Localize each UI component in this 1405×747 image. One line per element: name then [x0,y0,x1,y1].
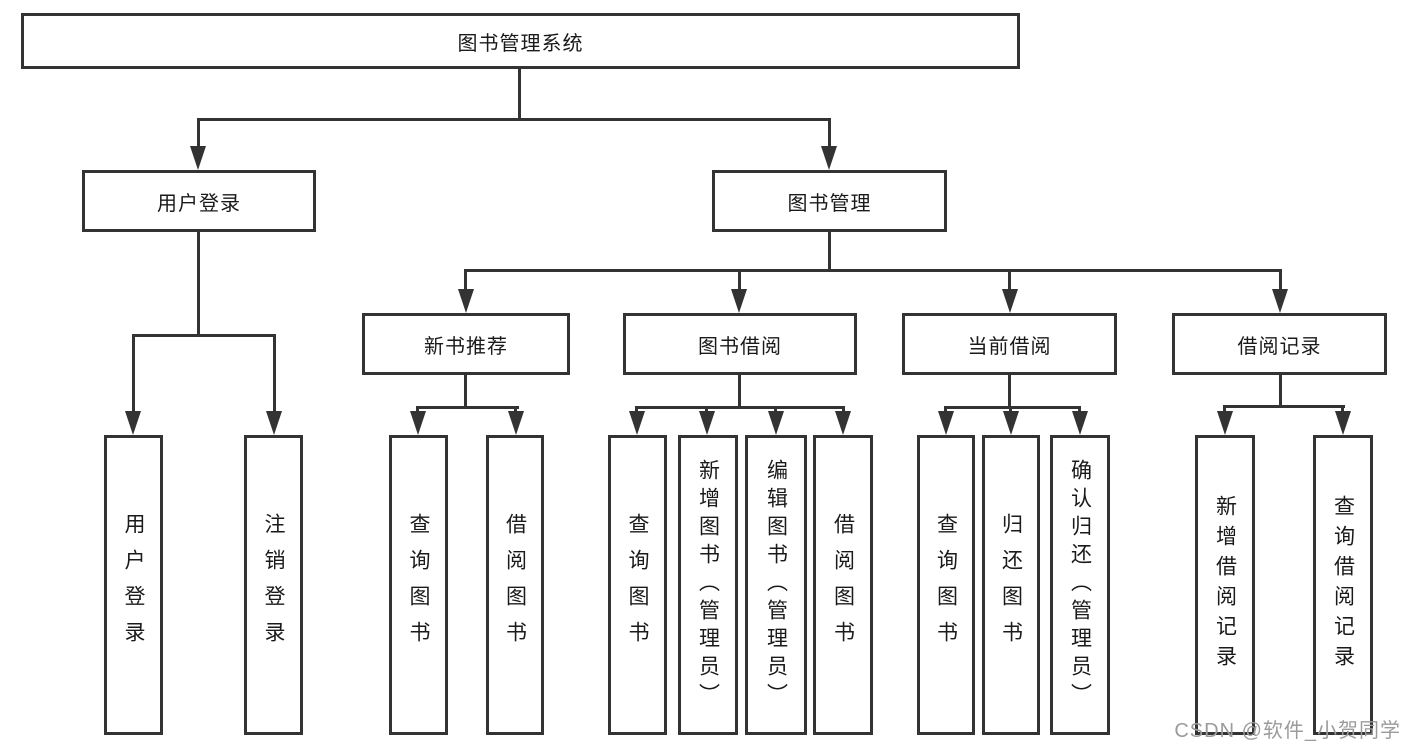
leaf-query-books-current-label: 查询图书 [934,513,958,657]
leaf-query-books-borrow-label: 查询图书 [626,513,649,657]
connector-arrow-icon [821,146,837,170]
connector-line [464,269,1282,272]
leaf-borrow-books-recommend: 借阅图书 [486,435,544,735]
connector-line [132,334,276,337]
node-borrow-records: 借阅记录 [1172,313,1387,375]
leaf-query-borrow-record-label: 查询借阅记录 [1331,495,1355,675]
node-borrow-records-label: 借阅记录 [1237,335,1322,358]
leaf-user-login-label: 用户登录 [122,513,145,657]
connector-line [197,232,200,337]
connector-line [635,406,845,409]
connector-line [1008,269,1011,293]
leaf-query-borrow-record: 查询借阅记录 [1313,435,1373,735]
connector-arrow-icon [731,289,747,313]
leaf-edit-books-admin-label: 编辑图书（管理员） [764,459,788,711]
connector-line [132,334,135,414]
connector-line [1223,405,1345,408]
connector-arrow-icon [699,411,715,435]
connector-arrow-icon [508,411,524,435]
node-current-borrow-label: 当前借阅 [967,335,1052,358]
connector-arrow-icon [266,411,282,435]
leaf-confirm-return-admin: 确认归还（管理员） [1050,435,1110,735]
connector-line [197,118,831,121]
leaf-query-books-borrow: 查询图书 [608,435,667,735]
leaf-add-books-admin-label: 新增图书（管理员） [696,459,720,711]
leaf-logout-label: 注销登录 [262,513,285,657]
connector-arrow-icon [768,411,784,435]
leaf-add-books-admin: 新增图书（管理员） [678,435,738,735]
node-book-management-label: 图书管理 [787,192,872,215]
connector-arrow-icon [458,289,474,313]
connector-line [1008,375,1011,409]
leaf-query-books-recommend-label: 查询图书 [407,513,430,657]
connector-arrow-icon [938,411,954,435]
node-root-label: 图书管理系统 [457,32,584,55]
node-new-book-recommend: 新书推荐 [362,313,570,375]
connector-arrow-icon [835,411,851,435]
connector-line [1223,405,1226,416]
connector-line [416,406,519,409]
connector-line [518,68,521,120]
connector-line [828,232,831,272]
node-user-login: 用户登录 [82,170,316,232]
connector-arrow-icon [629,411,645,435]
leaf-confirm-return-admin-label: 确认归还（管理员） [1068,459,1092,711]
node-new-book-recommend-label: 新书推荐 [424,335,508,358]
connector-line [828,118,831,150]
connector-arrow-icon [410,411,426,435]
connector-arrow-icon [125,411,141,435]
node-book-borrow-label: 图书借阅 [698,335,782,358]
connector-line [1341,405,1344,416]
connector-arrow-icon [190,146,206,170]
connector-line [944,406,1081,409]
connector-line [273,334,276,414]
leaf-query-books-current: 查询图书 [917,435,975,735]
node-current-borrow: 当前借阅 [902,313,1117,375]
connector-line [1279,375,1282,408]
leaf-borrow-books-borrow-label: 借阅图书 [831,513,855,657]
connector-line [464,375,467,409]
node-root: 图书管理系统 [21,13,1020,69]
leaf-borrow-books-recommend-label: 借阅图书 [503,513,527,657]
connector-arrow-icon [1002,289,1018,313]
connector-arrow-icon [1003,411,1019,435]
leaf-logout: 注销登录 [244,435,303,735]
connector-line [738,269,741,293]
node-user-login-label: 用户登录 [157,192,241,215]
node-book-management: 图书管理 [712,170,947,232]
leaf-user-login: 用户登录 [104,435,163,735]
connector-arrow-icon [1217,411,1233,435]
connector-line [738,375,741,409]
leaf-return-books-label: 归还图书 [999,513,1023,657]
leaf-edit-books-admin: 编辑图书（管理员） [745,435,807,735]
node-book-borrow: 图书借阅 [623,313,857,375]
leaf-return-books: 归还图书 [982,435,1040,735]
connector-line [197,118,200,150]
leaf-query-books-recommend: 查询图书 [389,435,448,735]
leaf-borrow-books-borrow: 借阅图书 [813,435,873,735]
connector-arrow-icon [1272,289,1288,313]
connector-arrow-icon [1072,411,1088,435]
connector-arrow-icon [1335,411,1351,435]
leaf-add-borrow-record-label: 新增借阅记录 [1213,495,1237,675]
watermark: CSDN @软件_小贺同学 [1174,720,1401,742]
connector-line [1279,269,1282,293]
connector-line [464,269,467,293]
leaf-add-borrow-record: 新增借阅记录 [1195,435,1255,735]
